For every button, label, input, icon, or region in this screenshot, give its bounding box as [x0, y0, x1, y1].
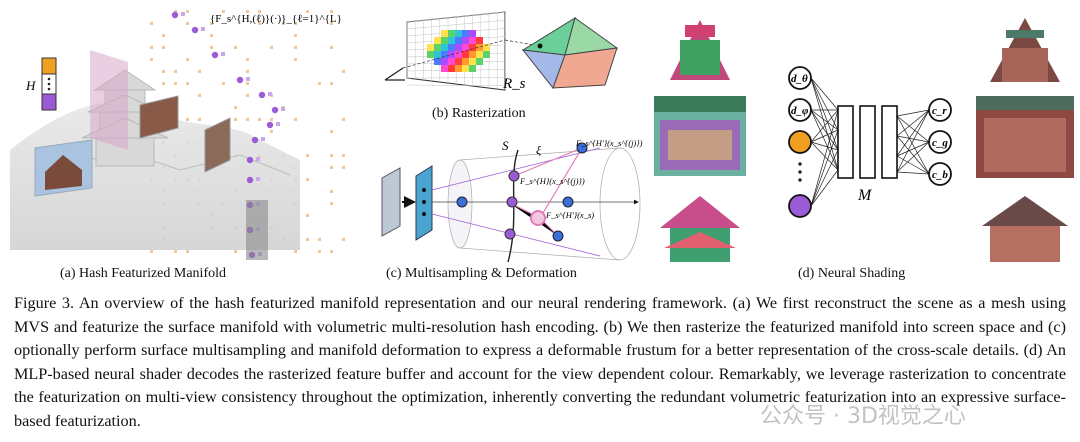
- panel-c-label: (c) Multisampling & Deformation: [386, 266, 577, 282]
- watermark: 公众号 · 3D视觉之心: [760, 398, 966, 430]
- rendered-output-bottom: [976, 184, 1074, 264]
- surface-symbol: S: [502, 138, 509, 153]
- hash-symbol: H: [25, 78, 36, 93]
- panel-d-label: (d) Neural Shading: [798, 266, 905, 282]
- output-c-r: c_r: [932, 105, 947, 117]
- screen-grid: [407, 12, 505, 90]
- figure-number: Figure 3.: [14, 294, 74, 312]
- rendered-output-top: [976, 10, 1074, 90]
- feature-buffer-top: [654, 10, 746, 88]
- rasterization-figure: R_s: [375, 0, 635, 105]
- hash-table-icon: [42, 58, 56, 110]
- feature-buffer-middle: [654, 96, 746, 176]
- feature-plane: [90, 50, 128, 150]
- rs-symbol: R_s: [502, 76, 526, 92]
- feature-xs: F_s^{H'}(x_s): [545, 210, 594, 220]
- camera-icon: [385, 68, 405, 80]
- input-d-phi: d_φ: [791, 105, 809, 117]
- feature-set-label: {F_s^{H,(ℓ)}(·)}_{ℓ=1}^{L}: [210, 13, 342, 25]
- neural-shading-figure: d_θ d_φ c_r c_g c_b M: [650, 0, 1080, 268]
- multisampling-figure: S ξ F_s^{H'}(x_s^{(j)}) F_s^{H}(x_s^{(j)…: [370, 138, 650, 268]
- output-c-b: c_b: [932, 169, 948, 181]
- xi-symbol: ξ: [536, 143, 542, 157]
- input-d-theta: d_θ: [791, 73, 808, 85]
- mesh-triangles: [523, 18, 617, 88]
- camera-view-1: [35, 140, 92, 196]
- feature-xj-top: F_s^{H'}(x_s^{(j)}): [575, 138, 643, 148]
- output-c-g: c_g: [932, 137, 948, 149]
- feature-xj-mid: F_s^{H}(x_s^{(j)}): [519, 176, 585, 186]
- mesh-strip: [246, 200, 268, 260]
- feature-buffer-bottom: [654, 186, 746, 264]
- rendered-output-middle: [976, 96, 1074, 178]
- hash-featurized-manifold-figure: H {F_s^{H,(ℓ)}(·)}_{ℓ=1}^{L}: [0, 0, 360, 268]
- panel-a-label: (a) Hash Featurized Manifold: [60, 266, 226, 282]
- mlp-symbol: M: [857, 187, 873, 204]
- panel-b-label: (b) Rasterization: [432, 106, 526, 122]
